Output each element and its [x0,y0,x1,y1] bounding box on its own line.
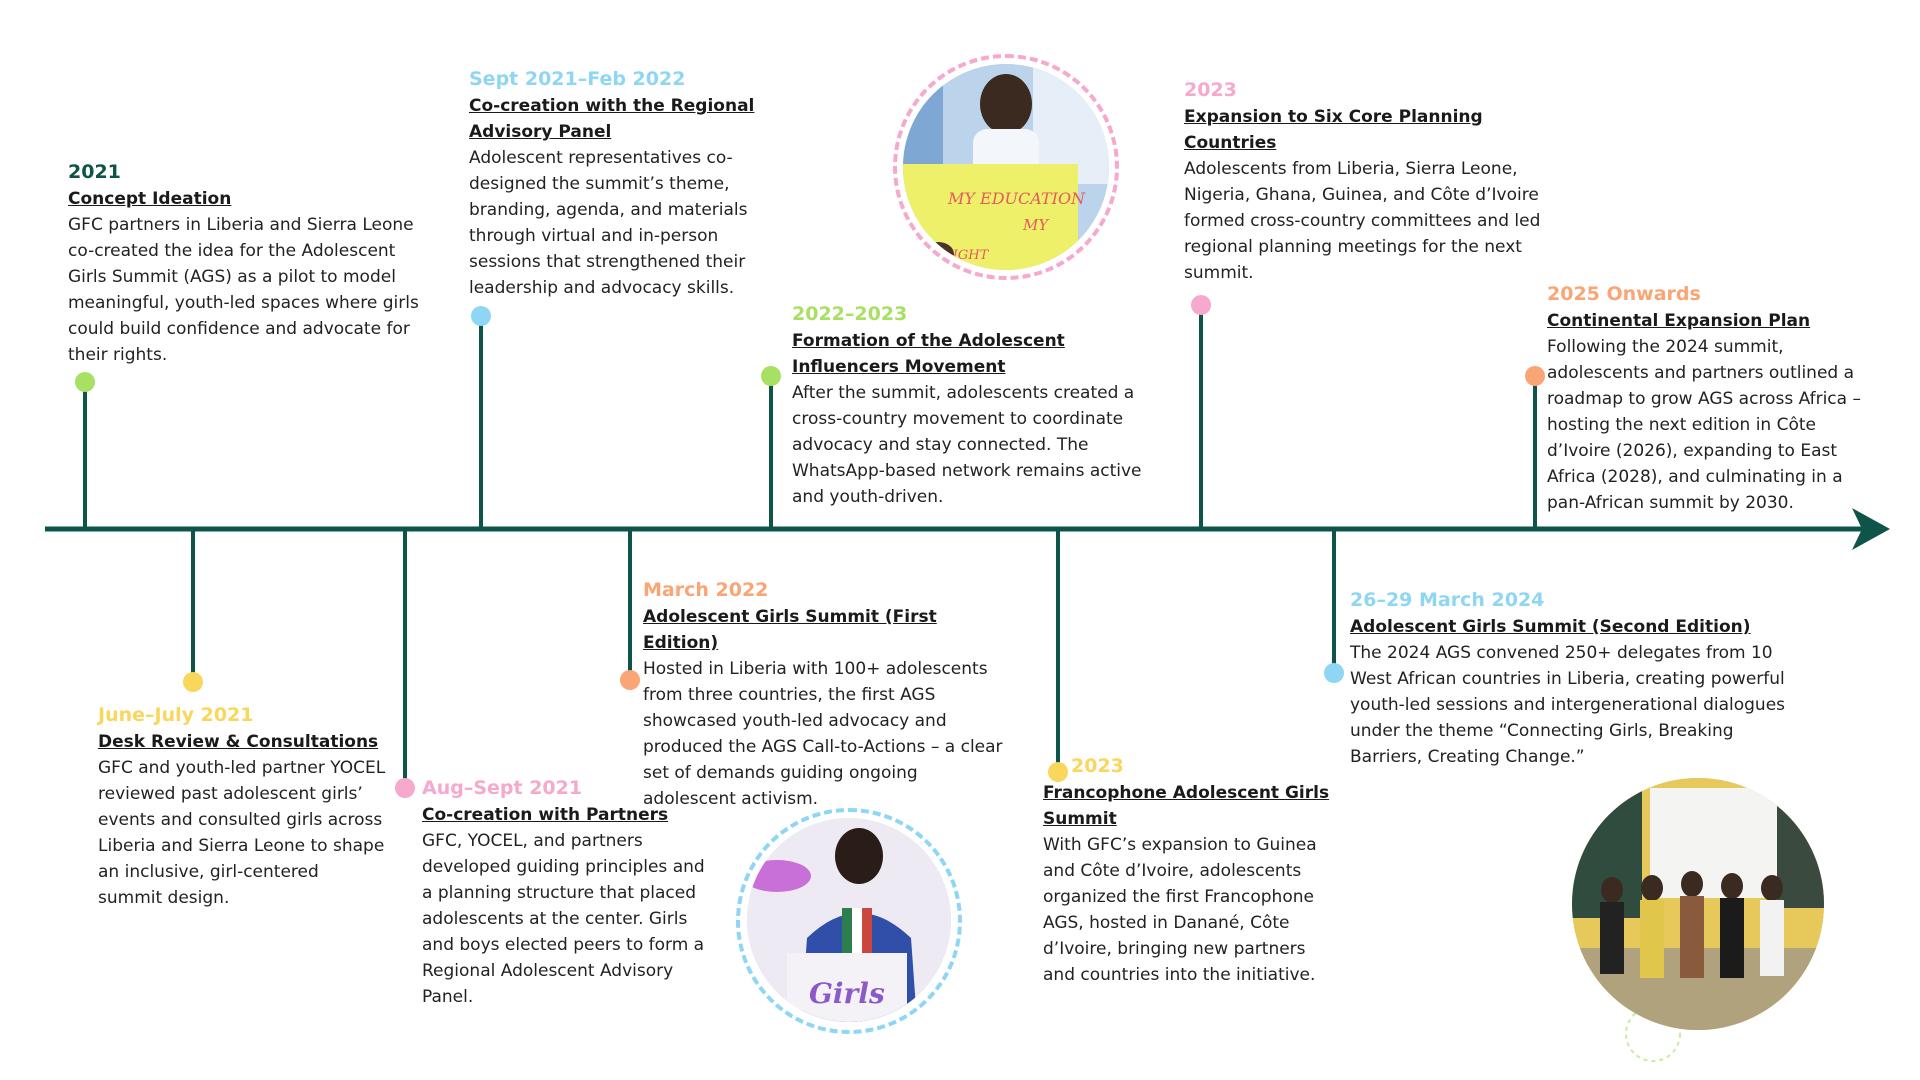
event-body: Following the 2024 summit, adolescents a… [1547,334,1872,516]
event-2021: 2021 Concept Ideation GFC partners in Li… [68,160,438,368]
dot-2022-2023 [761,366,781,386]
event-body: After the summit, adolescents created a … [792,380,1162,510]
event-date: 26–29 March 2024 [1350,588,1810,612]
event-june-july-2021: June–July 2021 Desk Review & Consultatio… [98,703,388,911]
dot-2025-onwards [1525,366,1545,386]
event-date: Sept 2021–Feb 2022 [469,67,769,91]
event-2023-francophone: 2023 Francophone Adolescent Girls Summit… [1043,754,1338,988]
event-body: The 2024 AGS convened 250+ delegates fro… [1350,640,1810,770]
dot-june-july-2021 [183,672,203,692]
event-2025-onwards: 2025 Onwards Continental Expansion Plan … [1547,282,1872,516]
event-title: Formation of the Adolescent Influencers … [792,328,1162,380]
event-date: March 2022 [643,578,1013,602]
svg-text:MY: MY [1022,216,1050,234]
event-title: Francophone Adolescent Girls Summit [1043,780,1338,832]
event-title: Expansion to Six Core Planning Countries [1184,104,1544,156]
event-body: Hosted in Liberia with 100+ adolescents … [643,656,1013,812]
photo-girl-at-podium-illustration: Girls [747,818,951,1022]
event-body: Adolescents from Liberia, Sierra Leone, … [1184,156,1544,286]
event-date: 2023 [1184,78,1544,102]
event-2022-2023: 2022–2023 Formation of the Adolescent In… [792,302,1162,510]
event-body: GFC, YOCEL, and partners developed guidi… [422,828,707,1010]
photo-group-girls [1572,778,1824,1030]
event-date: 2021 [68,160,438,184]
dot-2021 [75,372,95,392]
event-body: With GFC’s expansion to Guinea and Côte … [1043,832,1338,988]
event-title: Continental Expansion Plan [1547,308,1872,334]
event-title: Concept Ideation [68,186,438,212]
event-title: Desk Review & Consultations [98,729,388,755]
photo-boy-with-sign: MY EDUCATION MY RIGHT [903,64,1109,270]
dot-2023-expansion [1191,295,1211,315]
event-body: GFC partners in Liberia and Sierra Leone… [68,212,438,368]
event-date: June–July 2021 [98,703,388,727]
event-march-2024: 26–29 March 2024 Adolescent Girls Summit… [1350,588,1810,770]
event-title: Co-creation with the Regional Advisory P… [469,93,769,145]
event-date: 2023 [1043,754,1338,778]
dot-sept-2021-feb-2022 [471,306,491,326]
dot-march-2022 [620,670,640,690]
dot-march-2024 [1324,663,1344,683]
event-date: 2022–2023 [792,302,1162,326]
photo-girl-at-podium: Girls [747,818,951,1022]
dot-aug-sept-2021 [395,778,415,798]
svg-text:Girls: Girls [809,977,885,1010]
event-title: Adolescent Girls Summit (First Edition) [643,604,1013,656]
event-title: Adolescent Girls Summit (Second Edition) [1350,614,1810,640]
event-body: Adolescent representatives co-designed t… [469,145,769,301]
event-body: GFC and youth-led partner YOCEL reviewed… [98,755,388,911]
photo-group-girls-illustration [1572,778,1824,1030]
event-date: 2025 Onwards [1547,282,1872,306]
event-sept-2021-feb-2022: Sept 2021–Feb 2022 Co-creation with the … [469,67,769,301]
photo-boy-with-sign-illustration: MY EDUCATION MY RIGHT [903,64,1109,270]
svg-text:MY EDUCATION: MY EDUCATION [947,189,1086,208]
event-march-2022: March 2022 Adolescent Girls Summit (Firs… [643,578,1013,812]
event-2023-expansion: 2023 Expansion to Six Core Planning Coun… [1184,78,1544,286]
